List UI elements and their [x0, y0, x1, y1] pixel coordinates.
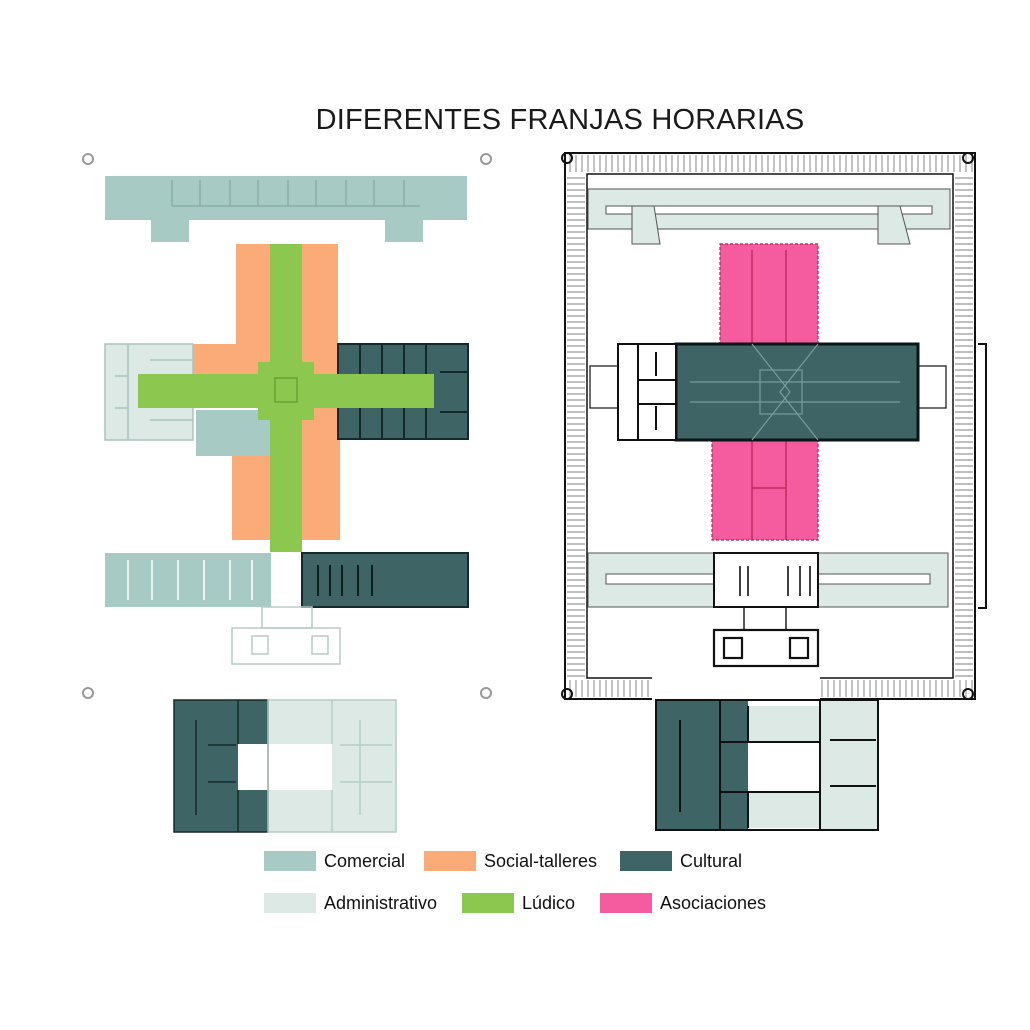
- corner-marker: [561, 688, 573, 700]
- zone-cultural: [656, 700, 748, 830]
- legend-item-social-talleres: Social-talleres: [424, 849, 597, 873]
- corner-marker: [480, 153, 492, 165]
- diagram-title: DIFERENTES FRANJAS HORARIAS: [315, 104, 805, 136]
- legend-swatch: [264, 893, 316, 913]
- bottom-building-admin: [267, 699, 397, 833]
- top-wing-partitions: [171, 180, 420, 207]
- central-hall-lines: [690, 343, 900, 441]
- legend-item-administrativo: Administrativo: [264, 891, 437, 915]
- zone-comercial: [105, 176, 467, 242]
- zone-cultural: [302, 553, 468, 607]
- zone-comercial: [105, 553, 271, 607]
- right-plan: [561, 152, 987, 831]
- zone-comercial: [196, 410, 270, 456]
- legend-swatch: [462, 893, 514, 913]
- legend-label: Cultural: [680, 850, 743, 871]
- corner-marker: [82, 687, 94, 699]
- entrance-block: [231, 606, 341, 665]
- bottom-center-block: [739, 566, 811, 596]
- legend-item-comercial: Comercial: [264, 849, 405, 873]
- bottom-building-right-outline: [655, 699, 879, 831]
- legend-item-asociaciones: Asociaciones: [600, 891, 766, 915]
- corner-marker: [82, 153, 94, 165]
- legend-label: Asociaciones: [660, 892, 767, 913]
- bottom-roof-wing: [587, 552, 949, 608]
- central-hall: [274, 377, 298, 403]
- zone-administrativo: [820, 700, 878, 830]
- legend-swatch: [620, 851, 672, 871]
- corner-marker: [962, 688, 974, 700]
- bottom-wing-stairs: [317, 565, 373, 596]
- corner-marker: [962, 152, 974, 164]
- legend-item-ludico: Lúdico: [462, 891, 575, 915]
- zone-asociaciones: [712, 244, 818, 540]
- legend-label: Comercial: [324, 850, 406, 871]
- zone-ludico: [138, 244, 434, 552]
- top-roof-wing: [587, 188, 951, 245]
- legend-swatch: [264, 851, 316, 871]
- zone-cultural: [676, 344, 918, 440]
- bottom-wing-partitions: [127, 560, 253, 600]
- corner-marker: [480, 687, 492, 699]
- west-block: [589, 343, 947, 441]
- left-plan: [82, 153, 492, 833]
- corner-marker: [561, 152, 573, 164]
- legend-label: Administrativo: [324, 892, 438, 913]
- zone-social-talleres: [193, 244, 340, 540]
- legend-item-cultural: Cultural: [620, 849, 742, 873]
- entrance-block-right: [712, 606, 820, 668]
- legend-swatch: [424, 851, 476, 871]
- legend-label: Social-talleres: [484, 850, 598, 871]
- legend-swatch: [600, 893, 652, 913]
- legend-label: Lúdico: [522, 892, 576, 913]
